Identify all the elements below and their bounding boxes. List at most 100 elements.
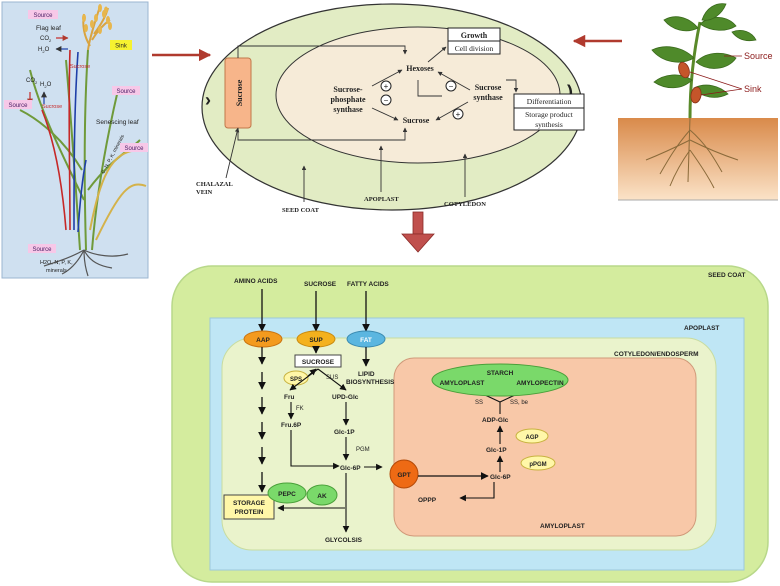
gpt-label: GPT bbox=[397, 472, 410, 479]
fk-label: FK bbox=[296, 406, 304, 412]
sucrose-node-label: SUCROSE bbox=[302, 359, 335, 366]
amylopectin-label: AMYLOPECTIN bbox=[516, 380, 564, 387]
bean-roots bbox=[645, 117, 739, 189]
pathway-panel: SEED COAT APOPLAST COTYLEDON/ENDOSPERM A… bbox=[171, 265, 769, 583]
sucrose-to-udpglc-arrow bbox=[317, 368, 347, 391]
glc6p-label: Glc-6P bbox=[340, 465, 361, 472]
glc1p-amyloplast-label: Glc-1P bbox=[486, 447, 507, 454]
fru6p-to-glc6p-arrow bbox=[290, 430, 340, 470]
storage-protein-box bbox=[223, 494, 275, 520]
sink-badge bbox=[110, 40, 132, 50]
ss-to-hexoses-arrow bbox=[437, 71, 471, 91]
ak-node bbox=[306, 484, 338, 506]
plus-sign-2: + bbox=[456, 110, 461, 119]
ss-be-label: SS, be bbox=[510, 400, 529, 406]
adpglc-label: ADP-Glc bbox=[482, 417, 509, 424]
rice-grains bbox=[82, 4, 112, 34]
root-minerals-label-1: H2O, N, P, K, bbox=[40, 260, 73, 266]
hexoses-to-growth-arrow bbox=[427, 46, 447, 63]
apoplast-region-label: APOPLAST bbox=[684, 325, 719, 332]
seed-coat-label: SEED COAT bbox=[282, 207, 320, 214]
source-badge-root bbox=[28, 244, 56, 253]
amyloplast-region bbox=[393, 357, 697, 537]
bean-leaves bbox=[651, 3, 757, 98]
amyloplast-starch-label: AMYLOPLAST bbox=[440, 380, 485, 387]
hexoses-feedback-line bbox=[417, 80, 442, 97]
source-label-right: Source bbox=[116, 89, 136, 95]
cotyledon-label: COTYLEDON bbox=[444, 201, 486, 208]
sps-to-sucrose-arrow bbox=[371, 107, 399, 121]
bean-stem bbox=[688, 21, 702, 119]
chalazal-label-2: VEIN bbox=[196, 189, 213, 196]
ss-label-2: synthase bbox=[473, 93, 503, 102]
sucrose-mid-label: Sucrose bbox=[42, 104, 62, 110]
storage-product-label-1: Storage product bbox=[525, 110, 574, 119]
source-label-top: Source bbox=[33, 13, 53, 19]
sucrose-to-hexoses-line bbox=[237, 45, 408, 58]
source-label-lower: Source bbox=[124, 146, 144, 152]
fatty-acids-label: FATTY ACIDS bbox=[347, 281, 389, 288]
chalazal-pointer bbox=[225, 127, 240, 179]
plus-circle-1 bbox=[380, 80, 392, 92]
sup-label: SUP bbox=[309, 337, 323, 344]
storage-protein-label-2: PROTEIN bbox=[235, 509, 264, 516]
storage-product-label-2: synthesis bbox=[535, 120, 563, 129]
source-badge-top bbox=[28, 10, 58, 19]
fru-label: Fru bbox=[284, 394, 295, 401]
fat-label: FAT bbox=[360, 337, 372, 344]
cotyledon-region-label: COTYLEDON/ENDOSPERM bbox=[614, 351, 699, 358]
storage-product-box bbox=[513, 107, 585, 131]
flag-leaf-label: Flag leaf bbox=[36, 25, 61, 32]
starch-ellipse bbox=[431, 363, 569, 397]
minus-circle-2 bbox=[445, 80, 457, 92]
bean-source-label: Source bbox=[744, 51, 773, 61]
seed-coat-region-label: SEED COAT bbox=[708, 272, 745, 279]
bean-pods bbox=[678, 61, 702, 104]
pepc-node bbox=[267, 482, 307, 504]
chalazal-label-1: CHALAZAL bbox=[196, 181, 234, 188]
sucrose-node-box bbox=[294, 354, 342, 368]
agp-label: AGP bbox=[525, 435, 538, 441]
sucrose-stem-label: Sucrose bbox=[70, 64, 90, 70]
big-down-arrow bbox=[401, 211, 435, 253]
cell-division-box bbox=[447, 40, 501, 55]
glycolysis-label: GLYCOLSIS bbox=[325, 537, 363, 544]
pepc-label: PEPC bbox=[278, 491, 296, 498]
lipid-label-2: BIOSYNTHESIS bbox=[346, 379, 395, 386]
crescent-right-icon: ) bbox=[567, 82, 573, 102]
source-badge-lower bbox=[120, 143, 148, 152]
starch-label: STARCH bbox=[487, 370, 514, 377]
apoplast-label: APOPLAST bbox=[364, 196, 399, 203]
oppp-label: OPPP bbox=[418, 497, 437, 504]
h2o-label-b: H2O bbox=[40, 82, 52, 89]
seed-panel: › ) Sucrose Hexoses Growth Cell division… bbox=[196, 3, 585, 214]
rice-roots bbox=[43, 249, 129, 277]
plus-sign-1: + bbox=[384, 82, 389, 91]
growth-label: Growth bbox=[461, 31, 488, 40]
h2o-label-a: H2O bbox=[38, 47, 50, 54]
agp-node bbox=[515, 428, 549, 444]
phloem-lines bbox=[41, 49, 87, 233]
chevron-left-icon: › bbox=[205, 90, 211, 110]
plant-panel: Source Flag leaf CO2 H2O Sink Sucrose CO… bbox=[1, 1, 149, 279]
hexoses-label: Hexoses bbox=[406, 64, 434, 73]
root-minerals-label-2: minerals bbox=[46, 268, 67, 274]
gpt-transporter bbox=[389, 459, 419, 489]
sink-label: Sink bbox=[115, 44, 128, 50]
ppgm-label: pPGM bbox=[529, 462, 546, 468]
minus-sign-2: − bbox=[449, 82, 454, 91]
bean-sink-pointer-2 bbox=[700, 88, 743, 96]
sus-label: SUS bbox=[326, 375, 338, 381]
aap-label: AAP bbox=[256, 337, 270, 344]
sucrose-to-fru-arrow bbox=[289, 368, 319, 391]
sps-label: SPS bbox=[290, 377, 302, 383]
source-label-root: Source bbox=[32, 247, 52, 253]
plus-circle-2 bbox=[452, 108, 464, 120]
source-badge-left bbox=[4, 100, 32, 109]
sps-label-2: phosphate bbox=[330, 95, 366, 104]
lipid-label-1: LIPID bbox=[358, 371, 375, 378]
source-label-left: Source bbox=[8, 103, 28, 109]
sucrose-to-sucrose-line bbox=[237, 127, 408, 141]
co2-label-a: CO2 bbox=[40, 36, 52, 43]
